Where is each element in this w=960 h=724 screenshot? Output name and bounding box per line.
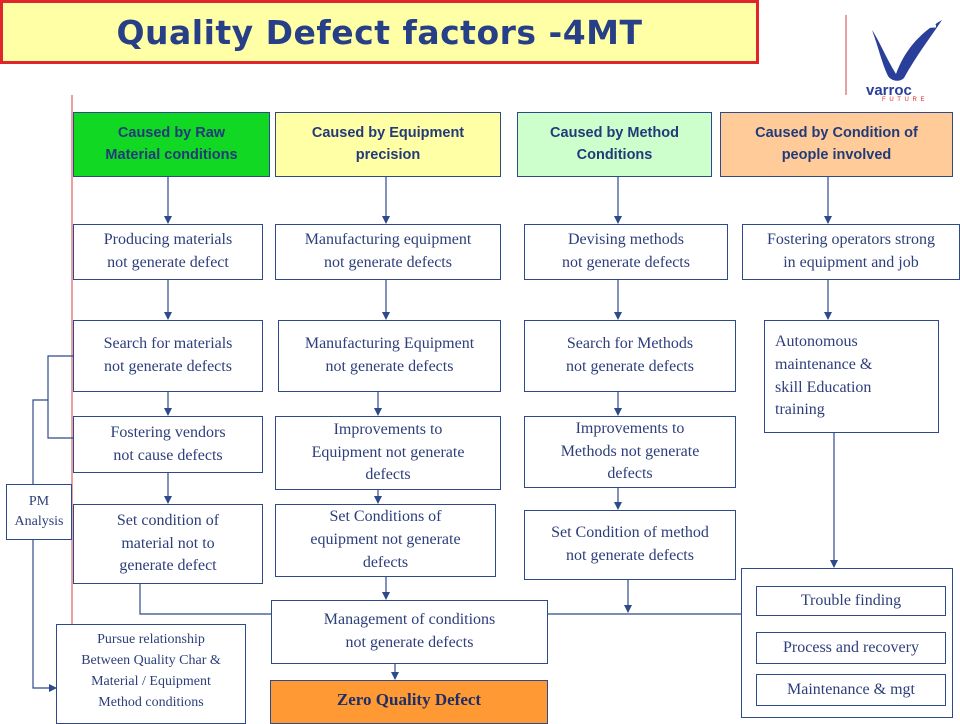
raw-set-condition: Set condition of material not to generat… — [73, 504, 263, 584]
people-fostering-operators: Fostering operators strong in equipment … — [742, 224, 960, 280]
logo-divider — [845, 15, 847, 95]
header-people-condition: Caused by Condition of people involved — [720, 112, 953, 177]
logo-name: varroc — [866, 82, 912, 99]
raw-producing-materials: Producing materials not generate defect — [73, 224, 263, 280]
equip-set-conditions: Set Conditions of equipment not generate… — [275, 504, 496, 577]
method-devising: Devising methods not generate defects — [524, 224, 728, 280]
equip-manufacturing-search: Manufacturing Equipment not generate def… — [278, 320, 501, 392]
trouble-finding: Trouble finding — [756, 586, 946, 616]
method-set-condition: Set Condition of method not generate def… — [524, 510, 736, 580]
management-conditions: Management of conditions not generate de… — [271, 600, 548, 664]
equip-manufacturing: Manufacturing equipment not generate def… — [275, 224, 501, 280]
left-rule — [71, 95, 73, 720]
pursue-relationship: Pursue relationship Between Quality Char… — [56, 624, 246, 724]
equip-improvements: Improvements to Equipment not generate d… — [275, 416, 501, 490]
process-recovery: Process and recovery — [756, 632, 946, 664]
logo-tagline: F U T U R E — [882, 97, 926, 103]
header-raw-material: Caused by Raw Material conditions — [73, 112, 270, 177]
people-autonomous-maintenance: Autonomous maintenance & skill Education… — [764, 320, 939, 433]
header-method-conditions: Caused by Method Conditions — [517, 112, 712, 177]
zero-quality-defect: Zero Quality Defect — [270, 680, 548, 724]
varroc-logo: varroc F U T U R E — [860, 12, 950, 103]
maintenance-mgt: Maintenance & mgt — [756, 674, 946, 706]
method-improvements: Improvements to Methods not generate def… — [524, 416, 736, 488]
raw-search-materials: Search for materials not generate defect… — [73, 320, 263, 392]
method-search: Search for Methods not generate defects — [524, 320, 736, 392]
pm-analysis: PM Analysis — [6, 484, 72, 540]
raw-fostering-vendors: Fostering vendors not cause defects — [73, 416, 263, 473]
varroc-logo-icon — [872, 20, 942, 81]
page-title: Quality Defect factors -4MT — [0, 0, 759, 64]
header-equipment-precision: Caused by Equipment precision — [275, 112, 501, 177]
